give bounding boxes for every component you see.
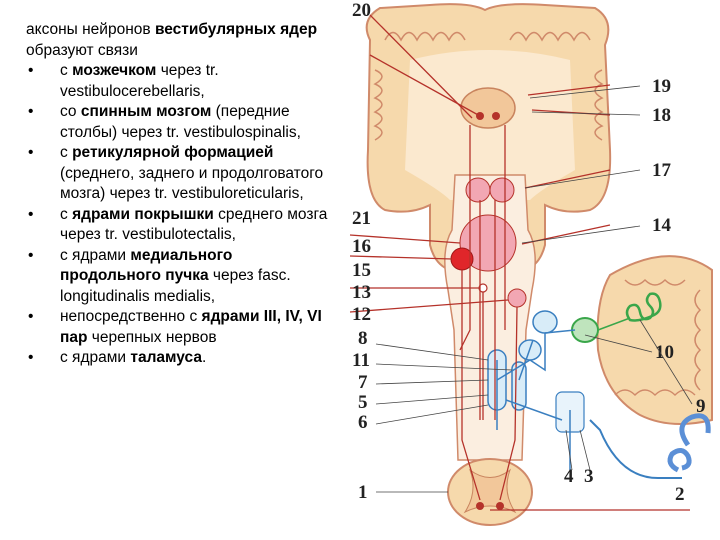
nucleus-12 (508, 289, 526, 307)
anterior-horn-cell (476, 502, 484, 510)
item-text: с (60, 144, 72, 161)
list-item: • с ядрами таламуса. (26, 348, 336, 369)
item-bold: спинным мозгом (81, 103, 211, 120)
label-12: 12 (352, 304, 371, 325)
item-text: с ядрами (60, 247, 130, 264)
connections-list: •с мозжечком через tr. vestibulocerebell… (26, 61, 336, 369)
label-21: 21 (352, 208, 371, 229)
item-text: . (202, 349, 206, 366)
bullet-icon: • (28, 307, 33, 328)
tectum-nucleus (490, 178, 514, 202)
intro-text-1: аксоны нейронов (26, 21, 155, 38)
label-4: 4 (564, 466, 574, 487)
label-5: 5 (358, 392, 368, 413)
bullet-icon: • (28, 102, 33, 123)
label-3: 3 (584, 466, 594, 487)
item-text: с (60, 62, 72, 79)
label-7: 7 (358, 372, 368, 393)
label-18: 18 (652, 105, 671, 126)
bullet-icon: • (28, 143, 33, 164)
list-item: •с мозжечком через tr. vestibulocerebell… (26, 61, 336, 102)
brainstem (445, 175, 584, 460)
intro-bold: вестибулярных ядер (155, 21, 317, 38)
label-14: 14 (652, 215, 672, 236)
inner-ear-icon (590, 416, 708, 478)
item-text: с ядрами (60, 349, 130, 366)
label-11: 11 (352, 350, 370, 371)
label-1: 1 (358, 482, 368, 503)
item-text: (среднего, заднего и продолговатого мозг… (60, 165, 323, 203)
thalamus (461, 88, 515, 128)
bullet-icon: • (28, 246, 33, 267)
cochlea (670, 450, 689, 470)
list-item: •со спинным мозгом (передние столбы) чер… (26, 102, 336, 143)
label-8: 8 (358, 328, 368, 349)
label-6: 6 (358, 412, 368, 433)
text-block: аксоны нейронов вестибулярных ядер образ… (26, 20, 336, 369)
bullet-icon: • (28, 61, 33, 82)
vestibular-nerve (590, 420, 682, 478)
item-bold: ядрами покрышки (72, 206, 214, 223)
item-bold: ретикулярной формацией (72, 144, 273, 161)
label-15: 15 (352, 260, 371, 281)
bullet-icon: • (28, 348, 33, 369)
list-item: •с ядрами покрышки среднего мозга через … (26, 205, 336, 246)
vestibular-pathways-diagram: 20 19 18 17 21 14 16 15 13 12 8 11 10 7 … (340, 0, 720, 540)
intro-text-2: образуют связи (26, 42, 138, 59)
label-13: 13 (352, 282, 371, 303)
label-9: 9 (696, 396, 706, 417)
item-bold: мозжечком (72, 62, 156, 79)
item-text: черепных нервов (87, 329, 216, 346)
list-item: •непосредственно с ядрами III, IV, VI па… (26, 307, 336, 348)
item-text: непосредственно с (60, 308, 202, 325)
thalamus-nucleus (492, 112, 500, 120)
label-20: 20 (352, 0, 371, 21)
item-text: с (60, 206, 72, 223)
anterior-horn-cell (496, 502, 504, 510)
list-item: •с ядрами медиального продольного пучка … (26, 246, 336, 308)
spinal-cord (448, 459, 532, 525)
list-item: • с ретикулярной формацией (среднего, зад… (26, 143, 336, 205)
label-16: 16 (352, 236, 371, 257)
fastigial-nucleus (572, 318, 598, 342)
vestibular-nucleus (533, 311, 557, 333)
label-19: 19 (652, 76, 671, 97)
item-text: со (60, 103, 81, 120)
intro-paragraph: аксоны нейронов вестибулярных ядер образ… (26, 20, 336, 61)
cerebellum (572, 256, 712, 424)
item-bold: таламуса (130, 349, 202, 366)
bullet-icon: • (28, 205, 33, 226)
label-17: 17 (652, 160, 672, 181)
label-2: 2 (675, 484, 685, 505)
